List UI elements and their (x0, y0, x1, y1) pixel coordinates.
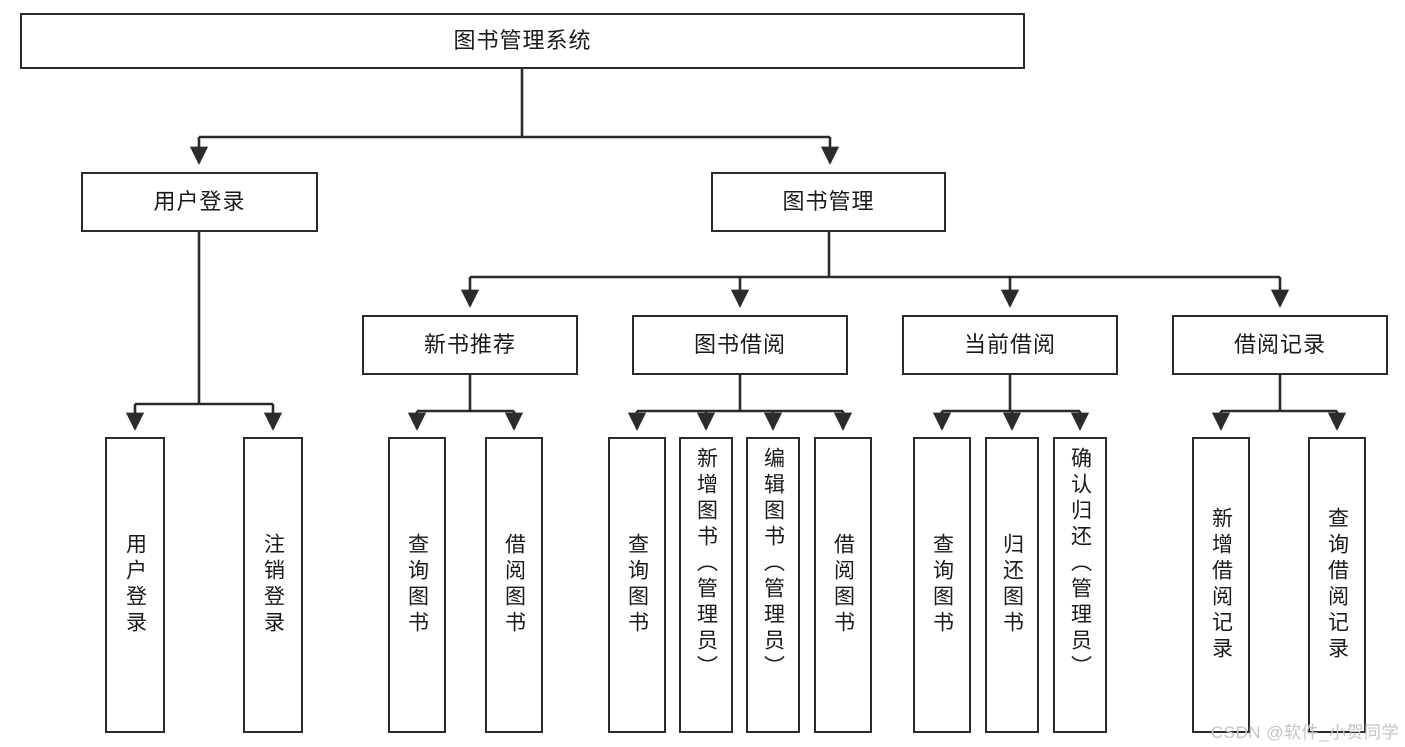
node-leaf-add-book-label: 新增图书（管理员） (694, 447, 718, 681)
node-leaf-logout[interactable]: 注销登录 (243, 437, 303, 733)
node-leaf-query-record-label: 查询借阅记录 (1325, 507, 1349, 663)
node-leaf-query-book-1-label: 查询图书 (405, 533, 429, 637)
node-leaf-borrow-book-2-label: 借阅图书 (831, 533, 855, 637)
node-root[interactable]: 图书管理系统 (20, 13, 1025, 69)
node-leaf-return-book-label: 归还图书 (1000, 533, 1024, 637)
node-leaf-query-book-1[interactable]: 查询图书 (388, 437, 446, 733)
node-leaf-query-book-3[interactable]: 查询图书 (913, 437, 971, 733)
node-leaf-borrow-book-1[interactable]: 借阅图书 (485, 437, 543, 733)
node-leaf-confirm-return[interactable]: 确认归还（管理员） (1053, 437, 1107, 733)
node-leaf-user-login[interactable]: 用户登录 (105, 437, 165, 733)
node-leaf-user-login-label: 用户登录 (123, 533, 147, 637)
node-book-manage-label: 图书管理 (782, 189, 875, 215)
node-current-borrow[interactable]: 当前借阅 (902, 315, 1118, 375)
csdn-watermark: CSDN @软件_小贺同学 (1210, 723, 1399, 742)
node-leaf-confirm-return-label: 确认归还（管理员） (1068, 447, 1092, 681)
node-leaf-borrow-book-1-label: 借阅图书 (502, 533, 526, 637)
node-leaf-query-book-3-label: 查询图书 (930, 533, 954, 637)
node-current-borrow-label: 当前借阅 (963, 332, 1056, 358)
node-user-login[interactable]: 用户登录 (81, 172, 318, 232)
node-leaf-logout-label: 注销登录 (261, 533, 285, 637)
node-leaf-add-record[interactable]: 新增借阅记录 (1192, 437, 1250, 733)
node-new-book-rec[interactable]: 新书推荐 (362, 315, 578, 375)
node-leaf-query-book-2[interactable]: 查询图书 (608, 437, 666, 733)
node-leaf-edit-book-label: 编辑图书（管理员） (761, 447, 785, 681)
node-user-login-label: 用户登录 (153, 189, 246, 215)
node-leaf-edit-book[interactable]: 编辑图书（管理员） (746, 437, 800, 733)
node-leaf-add-record-label: 新增借阅记录 (1209, 507, 1233, 663)
node-root-label: 图书管理系统 (453, 28, 592, 54)
node-book-borrow[interactable]: 图书借阅 (632, 315, 848, 375)
node-borrow-record-label: 借阅记录 (1233, 332, 1326, 358)
node-leaf-borrow-book-2[interactable]: 借阅图书 (814, 437, 872, 733)
node-leaf-return-book[interactable]: 归还图书 (985, 437, 1039, 733)
node-book-manage[interactable]: 图书管理 (711, 172, 946, 232)
node-borrow-record[interactable]: 借阅记录 (1172, 315, 1388, 375)
node-leaf-add-book[interactable]: 新增图书（管理员） (679, 437, 733, 733)
node-leaf-query-record[interactable]: 查询借阅记录 (1308, 437, 1366, 733)
node-new-book-rec-label: 新书推荐 (423, 332, 516, 358)
node-leaf-query-book-2-label: 查询图书 (625, 533, 649, 637)
node-book-borrow-label: 图书借阅 (693, 332, 786, 358)
